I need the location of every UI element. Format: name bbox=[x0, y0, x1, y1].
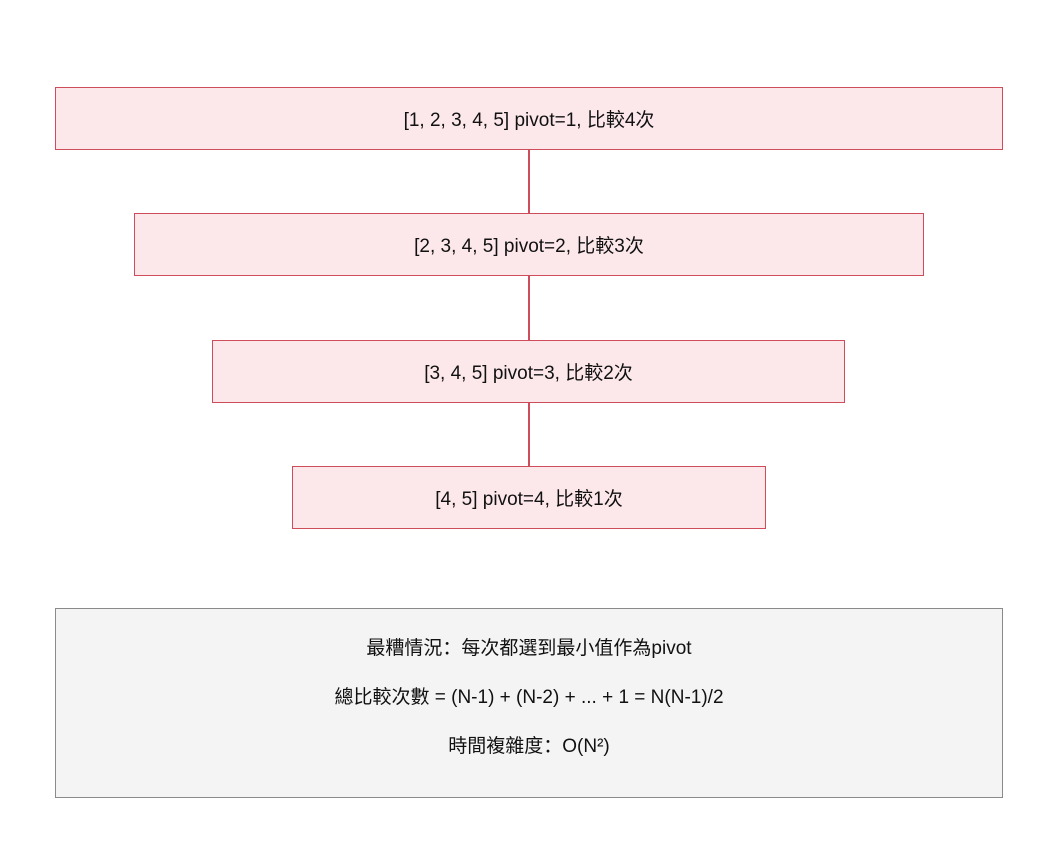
step-box-2: [2, 3, 4, 5] pivot=2, 比較3次 bbox=[134, 213, 924, 276]
time-complexity: 時間複雜度：O(N²) bbox=[448, 736, 610, 757]
step-box-4: [4, 5] pivot=4, 比較1次 bbox=[292, 466, 766, 529]
step-box-3: [3, 4, 5] pivot=3, 比較2次 bbox=[212, 340, 845, 403]
step-label-1: [1, 2, 3, 4, 5] pivot=1, 比較4次 bbox=[403, 110, 655, 131]
connector-line-2-3 bbox=[528, 276, 530, 340]
step-box-1: [1, 2, 3, 4, 5] pivot=1, 比較4次 bbox=[55, 87, 1003, 150]
connector-line-1-2 bbox=[528, 150, 530, 213]
step-label-3: [3, 4, 5] pivot=3, 比較2次 bbox=[424, 363, 633, 384]
connector-line-3-4 bbox=[528, 403, 530, 466]
total-comparisons-formula: 總比較次數 = (N-1) + (N-2) + ... + 1 = N(N-1)… bbox=[334, 687, 724, 708]
step-label-2: [2, 3, 4, 5] pivot=2, 比較3次 bbox=[414, 236, 644, 257]
worst-case-description: 最糟情況：每次都選到最小值作為pivot bbox=[366, 638, 692, 659]
step-label-4: [4, 5] pivot=4, 比較1次 bbox=[435, 489, 623, 510]
summary-box: 最糟情況：每次都選到最小值作為pivot 總比較次數 = (N-1) + (N-… bbox=[55, 608, 1003, 798]
